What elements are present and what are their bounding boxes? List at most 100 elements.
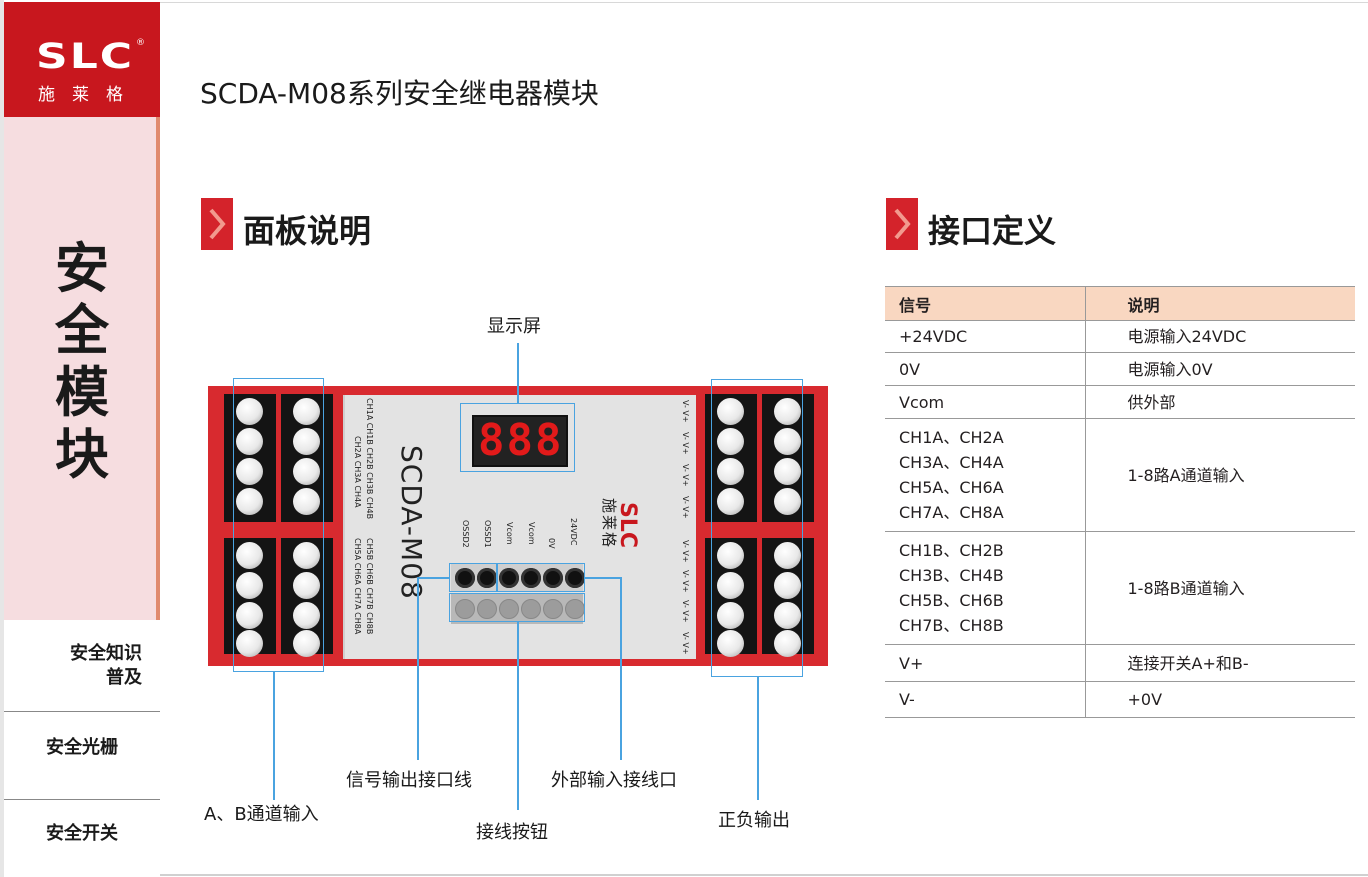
leader-line [620, 577, 622, 760]
terminal-screw [717, 572, 744, 599]
terminal-screw [293, 428, 320, 455]
terminal-screw [774, 542, 801, 569]
nav-divider [4, 711, 160, 712]
table-row: V- +0V [885, 681, 1355, 718]
annotation-external-input: 外部输入接线口 [551, 770, 677, 791]
signal-cell: Vcom [885, 385, 1085, 419]
output-label: V- V+ [681, 600, 690, 623]
wiring-button[interactable] [543, 568, 563, 588]
port-label: OSSD2 [461, 520, 470, 548]
signal-cell: V- [885, 681, 1085, 718]
terminal-block-right-2 [762, 394, 814, 657]
table-row: 0V 电源输入0V [885, 352, 1355, 386]
chevron-right-icon [201, 198, 233, 250]
annotation-button: 接线按钮 [476, 822, 548, 843]
faceplate-logo-cn: 施莱格 [600, 498, 618, 550]
terminal-screw [717, 398, 744, 425]
terminal-screw [774, 572, 801, 599]
highlight-output [711, 379, 803, 677]
wiring-button[interactable] [499, 568, 519, 588]
logo-cn-text: 施莱格 [38, 85, 140, 105]
nav-item-safety-light-curtain[interactable]: 安全光栅 [4, 736, 160, 760]
chevron-right-icon [886, 198, 918, 250]
registered-mark: ® [136, 38, 145, 48]
terminal-screw [717, 602, 744, 629]
port-label: Vcom [527, 522, 536, 545]
table-row: +24VDC 电源输入24VDC [885, 320, 1355, 353]
desc-cell: 连接开关A+和B- [1084, 644, 1355, 682]
nav-item-safety-knowledge[interactable]: 安全知识普及 [4, 642, 160, 702]
wire-port [543, 599, 563, 619]
section-title: 接口定义 [928, 212, 1057, 250]
terminal-screw [236, 488, 263, 515]
terminal-screw [236, 602, 263, 629]
terminal-screw [774, 398, 801, 425]
terminal-screw [236, 458, 263, 485]
leader-line [273, 672, 275, 800]
desc-cell: +0V [1084, 681, 1355, 718]
channel-label-column: CH5B CH6B CH7B CH8B [365, 538, 374, 635]
brand-logo[interactable] [4, 2, 160, 117]
port-label: OSSD1 [483, 520, 492, 548]
output-label: V- V+ [681, 496, 690, 519]
output-label: V- V+ [681, 432, 690, 455]
block-gap [705, 522, 757, 538]
signal-name: V+ [899, 653, 924, 673]
terminal-screw [293, 488, 320, 515]
terminal-block-left-1 [224, 394, 276, 657]
channel-label-column: CH5A CH6A CH7A CH8A [353, 538, 362, 635]
port-label: 24VDC [569, 518, 578, 546]
wiring-button[interactable] [521, 568, 541, 588]
annotation-signal-output: 信号输出接口线 [346, 770, 472, 791]
desc-cell: 1-8路A通道输入 [1084, 418, 1355, 532]
leader-line [517, 622, 519, 810]
wire-port [521, 599, 541, 619]
signal-cell: 0V [885, 352, 1085, 386]
terminal-screw [293, 542, 320, 569]
sidebar: SLC ® 施莱格 安全模块 安全知识普及 安全光栅 安全开关 [0, 0, 160, 877]
wiring-button[interactable] [455, 568, 475, 588]
signal-name: V- [899, 690, 915, 709]
block-gap [762, 522, 814, 538]
nav-item-label: 安全开关 [46, 823, 118, 844]
output-label: V- V+ [681, 540, 690, 563]
table-header-signal: 信号 [885, 286, 1085, 321]
terminal-screw [293, 398, 320, 425]
annotation-output: 正负输出 [718, 810, 790, 831]
wiring-button[interactable] [565, 568, 585, 588]
table-row: V+ 连接开关A+和B- [885, 644, 1355, 682]
bottom-divider [160, 874, 1368, 876]
terminal-screw [717, 542, 744, 569]
desc-cell: 供外部 [1084, 385, 1355, 419]
port-label: Vcom [505, 522, 514, 545]
output-label: V- V+ [681, 464, 690, 487]
signal-name: CH1B、CH2B [899, 541, 1004, 560]
terminal-block-right-1 [705, 394, 757, 657]
highlight-buttons [449, 593, 585, 622]
page-title: SCDA-M08系列安全继电器模块 [200, 77, 599, 110]
signal-cell: CH1A、CH2A CH3A、CH4A CH5A、CH6A CH7A、CH8A [885, 418, 1085, 532]
table-header-row: 信号 说明 [885, 286, 1355, 321]
leader-line [585, 577, 621, 579]
nav-item-safety-switch[interactable]: 安全开关 [4, 822, 160, 846]
terminal-screw [717, 630, 744, 657]
interface-table: 信号 说明 +24VDC 电源输入24VDC 0V 电源输入0V Vcom 供外… [885, 286, 1355, 718]
terminal-block-left-2 [281, 394, 333, 657]
terminal-screw [717, 488, 744, 515]
logo-text: SLC [36, 36, 135, 77]
terminal-screw [236, 630, 263, 657]
top-divider [160, 2, 1368, 3]
terminal-screw [293, 630, 320, 657]
signal-name: CH3B、CH4B [899, 566, 1004, 585]
wire-port [499, 599, 519, 619]
desc-cell: 电源输入24VDC [1084, 320, 1355, 353]
nav-divider [4, 799, 160, 800]
wiring-button[interactable] [477, 568, 497, 588]
table-row: Vcom 供外部 [885, 385, 1355, 419]
signal-cell: CH1B、CH2B CH3B、CH4B CH5B、CH6B CH7B、CH8B [885, 531, 1085, 645]
leader-line [517, 343, 519, 403]
sidebar-edge [0, 0, 4, 877]
terminal-screw [236, 572, 263, 599]
table-row: CH1B、CH2B CH3B、CH4B CH5B、CH6B CH7B、CH8B … [885, 531, 1355, 645]
terminal-screw [293, 602, 320, 629]
